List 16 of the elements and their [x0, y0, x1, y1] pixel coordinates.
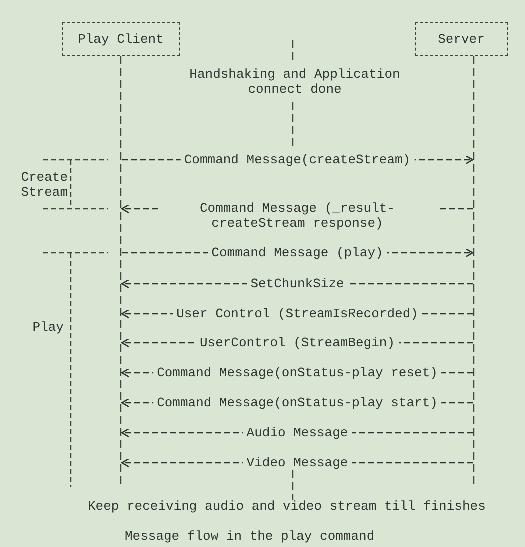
- message-label: User Control (StreamIsRecorded): [172, 306, 422, 322]
- message-label: Video Message: [242, 456, 352, 470]
- phase-label: Play: [32, 320, 64, 335]
- note-text: Handshaking and Application connect done: [188, 67, 402, 97]
- note-text: Keep receiving audio and video stream till finishes: [88, 499, 486, 514]
- message-label: Command Message (_result- createStream response): [158, 201, 436, 231]
- message-label: Command Message (play): [208, 246, 388, 260]
- message-label: Command Message(createStream): [180, 152, 415, 168]
- participant-box: Server: [415, 22, 508, 56]
- participant-box: Play Client: [62, 22, 180, 56]
- phase-label: Create Stream: [20, 170, 68, 200]
- message-label: Command Message(onStatus-play reset): [153, 366, 442, 380]
- caption: Message flow in the play command: [125, 529, 375, 544]
- message-label: Audio Message: [242, 426, 352, 440]
- message-label: Command Message(onStatus-play start): [153, 396, 442, 410]
- message-label: UserControl (StreamBegin): [196, 336, 400, 350]
